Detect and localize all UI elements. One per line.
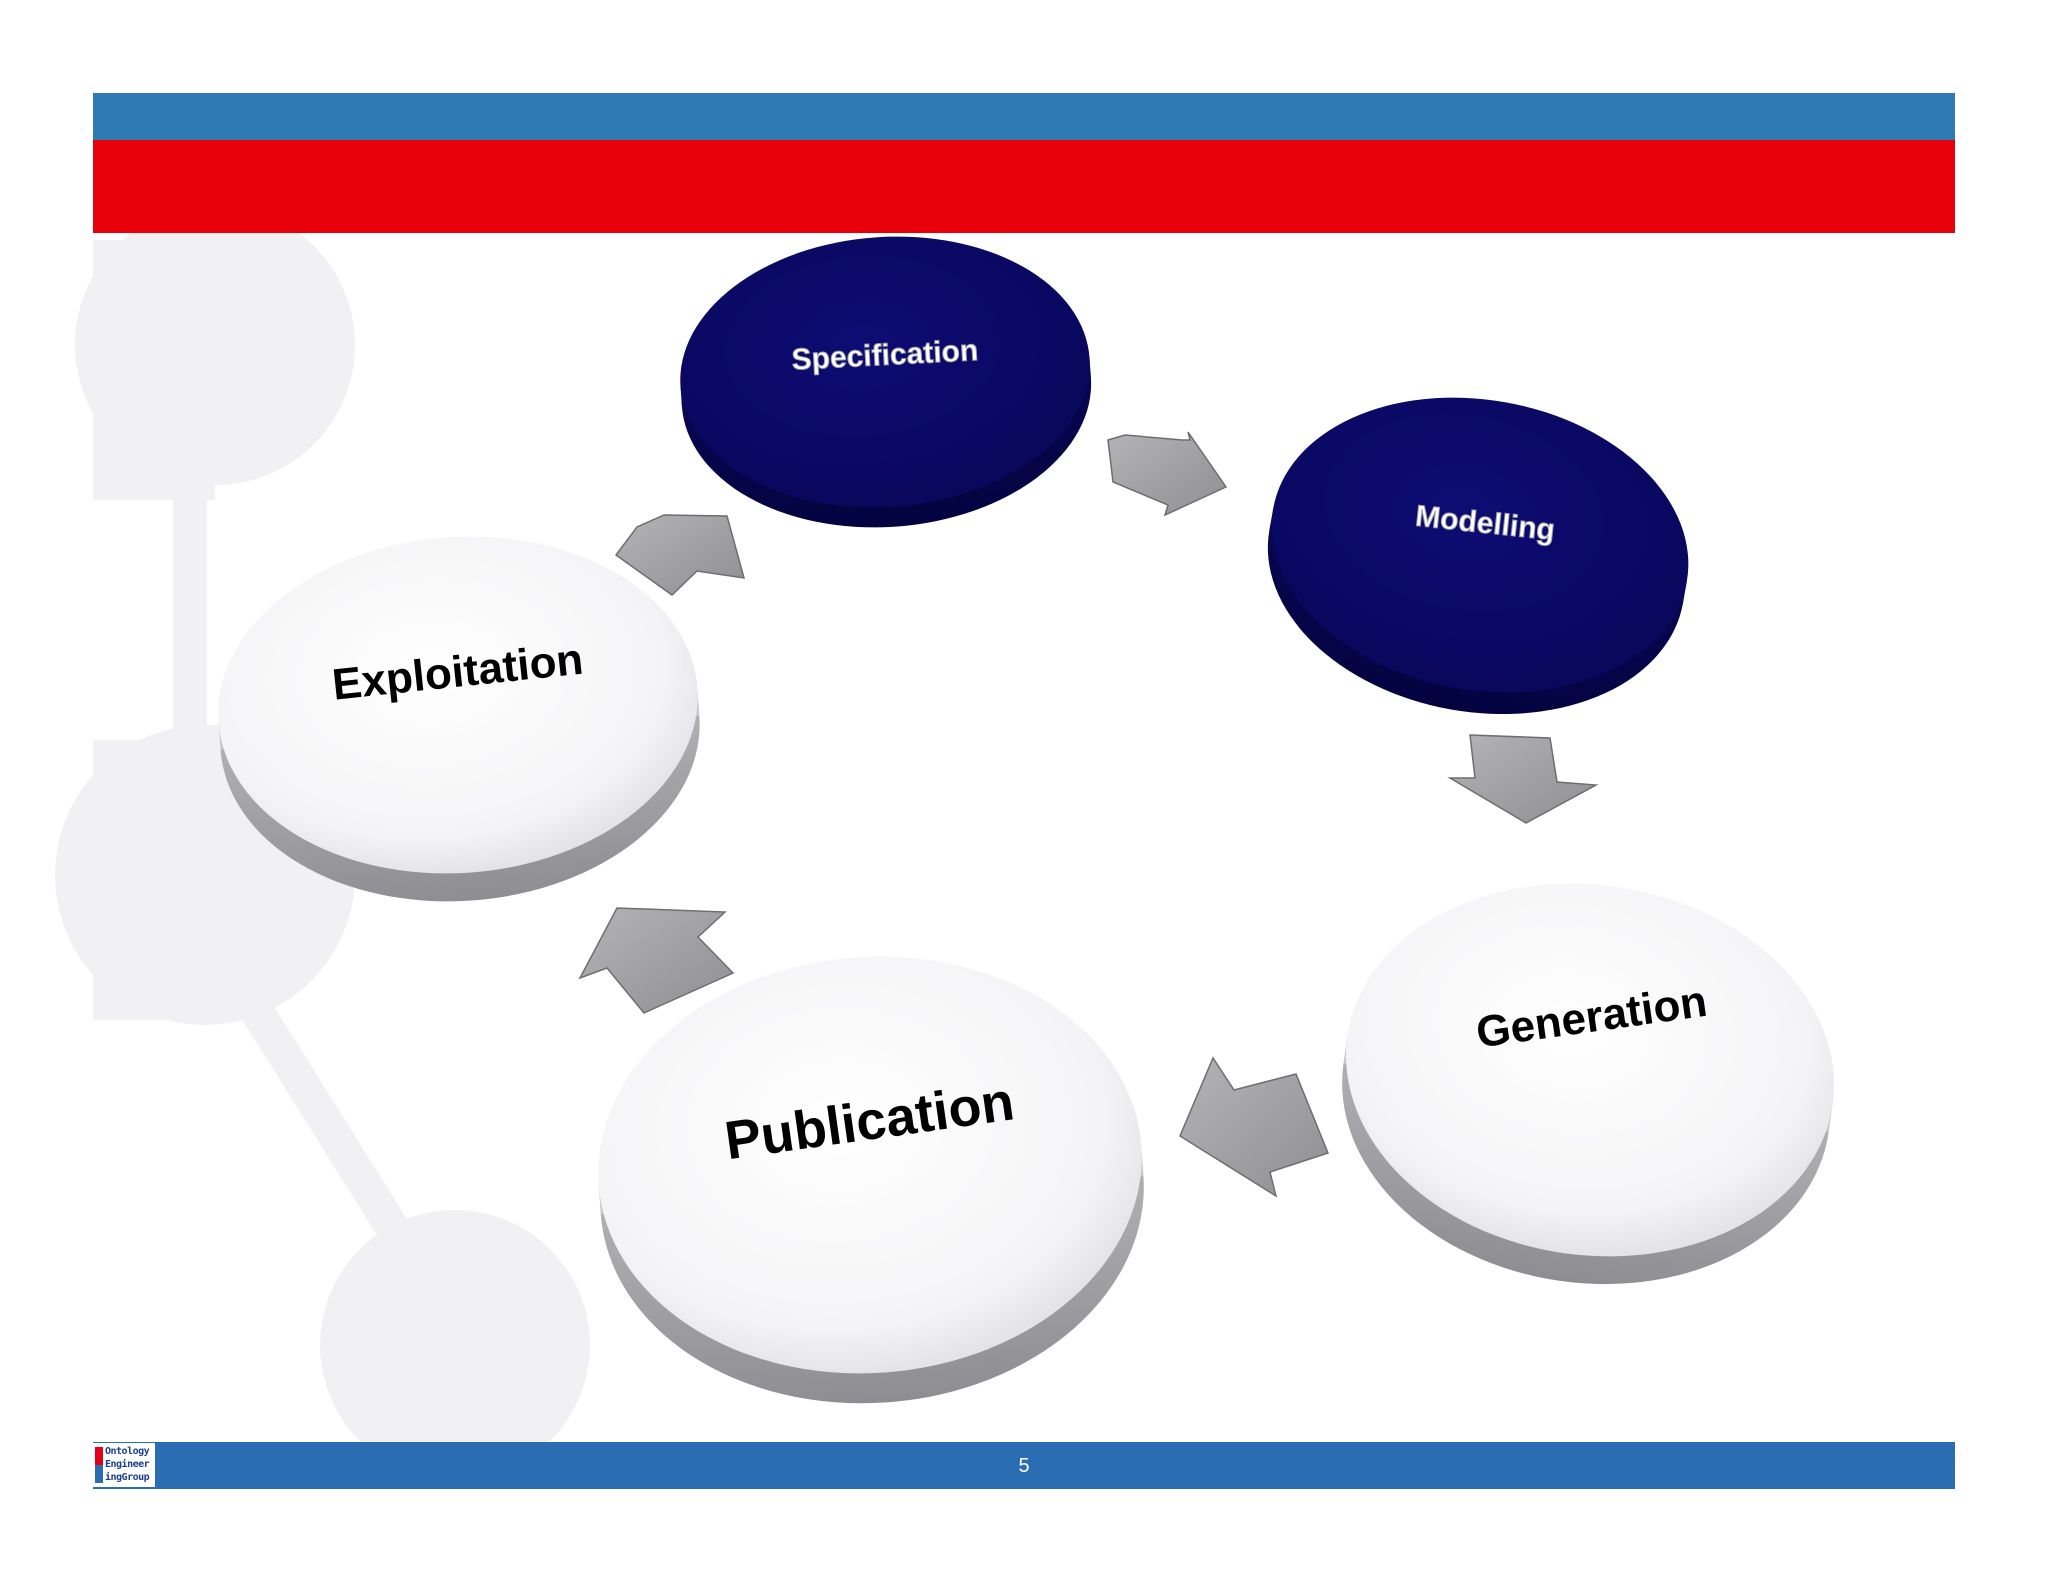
logo-line-1: Ontology — [105, 1446, 150, 1457]
node-top-face — [1271, 397, 1689, 693]
logo-mark — [95, 1447, 103, 1483]
cycle-node-modelling — [1267, 397, 1689, 715]
arrow-publication-to-exploitation — [578, 907, 735, 1014]
cycle-node-generation — [1342, 883, 1834, 1285]
page-number: 5 — [1018, 1455, 1030, 1477]
logo-line-2: Engineer — [105, 1459, 150, 1470]
node-top-face — [218, 536, 698, 874]
node-top-face — [1346, 883, 1834, 1257]
arrow-modelling-to-generation — [1447, 734, 1599, 824]
arrow-specification-to-modelling — [1107, 431, 1228, 517]
node-top-face — [680, 236, 1090, 508]
cycle-node-specification — [680, 236, 1092, 528]
cycle-node-exploitation — [218, 536, 700, 902]
header-band-red — [93, 140, 1955, 233]
header-band-blue — [93, 93, 1955, 140]
cycle-node-publication — [598, 956, 1144, 1404]
arrow-exploitation-to-specification — [614, 514, 746, 596]
logo-line-3: ingGroup — [105, 1472, 150, 1483]
ontology-engineering-group-logo: Ontology Engineer ingGroup — [93, 1443, 155, 1487]
footer-band — [93, 1442, 1955, 1489]
node-top-face — [598, 956, 1142, 1374]
arrow-generation-to-publication — [1179, 1056, 1329, 1198]
